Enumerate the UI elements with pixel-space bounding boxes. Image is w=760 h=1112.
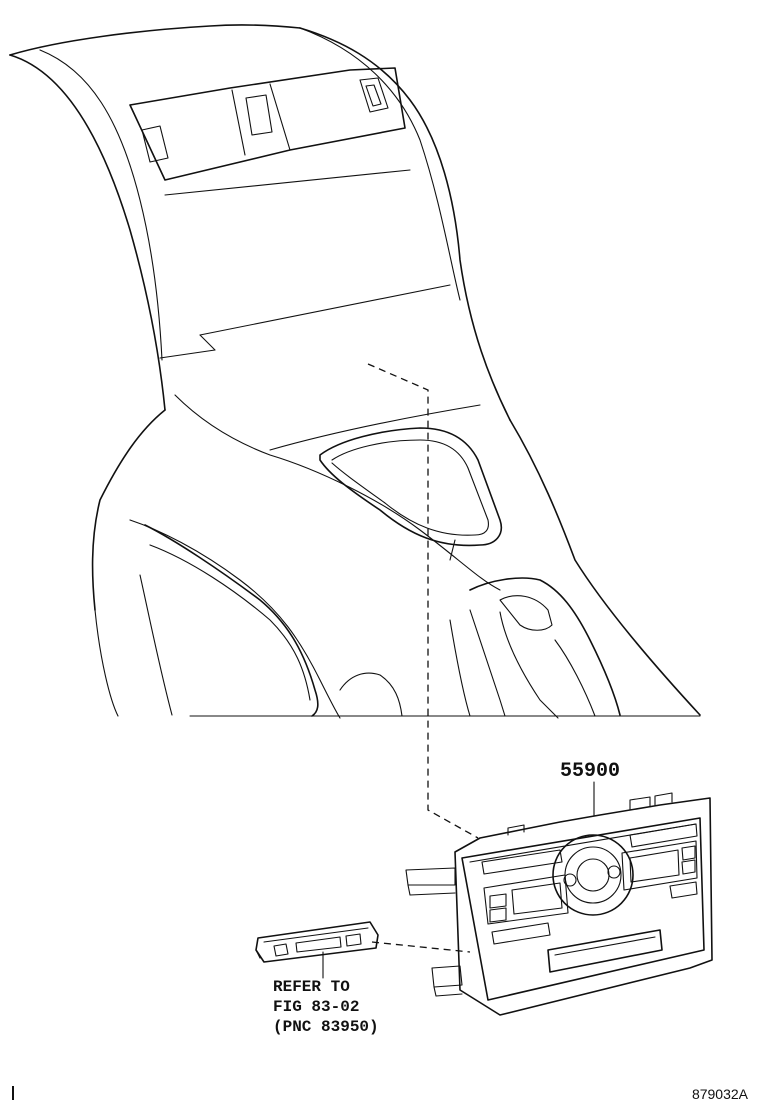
figure-id: 879032A — [691, 1086, 748, 1102]
reference-line-2: FIG 83-02 — [273, 998, 360, 1016]
part-number-label: 55900 — [560, 760, 621, 783]
corner-mark — [12, 1086, 14, 1100]
leader-lines — [322, 363, 595, 979]
reference-line-1: REFER TO — [273, 978, 350, 996]
reference-line-3: (PNC 83950) — [273, 1018, 379, 1036]
switch-assembly — [255, 921, 379, 963]
center-console — [9, 24, 701, 719]
climate-control-panel — [405, 792, 713, 1016]
